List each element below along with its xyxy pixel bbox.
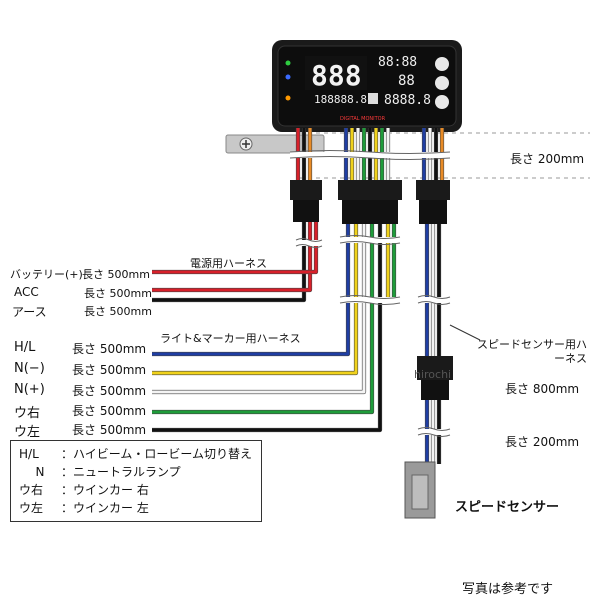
power-wire-2-name: アース (12, 305, 47, 319)
light-break-upper (340, 237, 400, 243)
light-break-lower-line (339, 295, 401, 299)
main-display (305, 56, 367, 90)
light-break-lower (340, 297, 400, 303)
legend-desc: ハイビーム・ロービーム切り替え (73, 447, 253, 461)
indicator-orange-icon (285, 95, 291, 101)
top-break-line (289, 150, 451, 154)
speed-break-upper-line (417, 301, 451, 305)
legend-key: H/L (19, 447, 39, 461)
trip-readout: 8888.8 (384, 93, 431, 108)
indicator-green-icon (285, 60, 291, 66)
light-wire-3-length: 長さ 500mm (72, 404, 147, 418)
light-wire-4-length: 長さ 500mm (72, 423, 147, 437)
power-wire-ground (152, 222, 306, 302)
speed-break-lower (418, 429, 450, 435)
light-wire-0-name: H/L (14, 340, 36, 355)
speed-sensor-label: スピードセンサー (455, 500, 560, 515)
light-wire-1-length: 長さ 500mm (72, 363, 147, 377)
legend-key: N (35, 465, 45, 479)
power-wire-battery (152, 222, 318, 274)
brand-label: DIGITAL MONITOR (340, 116, 386, 122)
legend-row: N：ニュートラルランプ (19, 463, 181, 480)
small-digits: 88 (398, 73, 415, 89)
legend-desc: ニュートラルランプ (73, 465, 181, 479)
top-readout: 88:88 (378, 55, 417, 70)
speed-break-upper (418, 297, 450, 303)
light-harness-label: ライト&マーカー用ハーネス (160, 332, 301, 345)
light-wire-4 (152, 224, 382, 432)
legend-key: ウ右 (19, 483, 44, 497)
power-wire-2-length: 長さ 500mm (84, 305, 152, 318)
indicator-blue-icon (285, 74, 291, 80)
reset-button[interactable] (435, 95, 449, 109)
speed-connector-top (416, 180, 450, 224)
speed-break-lower-line (417, 427, 451, 431)
speed-break-lower-line (417, 433, 451, 437)
main-digits: 888 (311, 59, 362, 92)
light-break-lower-line (339, 301, 401, 305)
watermark: hirochi (414, 368, 452, 381)
power-harness-label: 電源用ハーネス (190, 257, 267, 270)
power-break (296, 240, 322, 246)
legend-desc: ウインカー 右 (73, 483, 149, 497)
light-wire-2 (152, 224, 366, 394)
light-wire-1-name: N(−) (14, 361, 45, 376)
speed-connector-mid (417, 356, 453, 400)
light-wire-3-name: ウ右 (14, 406, 41, 421)
speed-harness-label: スピードセンサー用ハーネス (477, 338, 587, 365)
light-wire-2-outline (152, 224, 367, 395)
light-wire-0 (152, 224, 350, 356)
power-break-line (295, 238, 323, 242)
legend-row: ウ左：ウインカー 左 (19, 501, 149, 515)
legend-box: H/L：ハイビーム・ロービーム切り替え N：ニュートラルランプ ウ右：ウインカー… (10, 440, 262, 522)
light-wire-1 (152, 224, 358, 375)
power-wire-0-name: バッテリー(+) (10, 268, 83, 281)
set-button[interactable] (435, 76, 449, 90)
mode-button[interactable] (435, 57, 449, 71)
light-wire-3 (152, 224, 374, 414)
footer-note: 写真は参考です (462, 582, 554, 597)
top-break-line (289, 156, 451, 160)
legend-key: ウ左 (19, 501, 44, 515)
power-wire-1-length: 長さ 500mm (84, 287, 152, 300)
odometer-readout: 188888.8 (314, 93, 367, 106)
light-break-upper-line (339, 241, 401, 245)
length-top-label: 長さ 200mm (510, 152, 585, 166)
light-wire-2-name: N(+) (14, 382, 45, 397)
speed-harness-leader-line (449, 324, 481, 341)
length-sensor-label: 長さ 200mm (505, 435, 580, 449)
light-wire-2-length: 長さ 500mm (72, 384, 147, 398)
top-break (290, 152, 450, 158)
speed-sensor (404, 461, 436, 519)
length-speed-harness-label: 長さ 800mm (505, 382, 580, 396)
power-connector (290, 180, 322, 222)
light-connector (338, 180, 402, 224)
light-break-upper-line (339, 235, 401, 239)
light-wire-4-name: ウ左 (14, 425, 41, 440)
light-wire-3-outline (152, 224, 375, 415)
power-break-line (295, 244, 323, 248)
wires (152, 128, 481, 464)
legend-row: ウ右：ウインカー 右 (19, 483, 149, 497)
power-wire-0-length: 長さ 500mm (82, 268, 150, 281)
meter-unit: 888 88:88 88 188888.8 8888.8 DIGITAL MON… (272, 40, 462, 132)
speed-break-upper-line (417, 295, 451, 299)
power-wire-1-name: ACC (14, 285, 39, 299)
light-wire-0-length: 長さ 500mm (72, 342, 147, 356)
legend-row: H/L：ハイビーム・ロービーム切り替え (19, 447, 253, 461)
legend-desc: ウインカー 左 (73, 501, 149, 515)
